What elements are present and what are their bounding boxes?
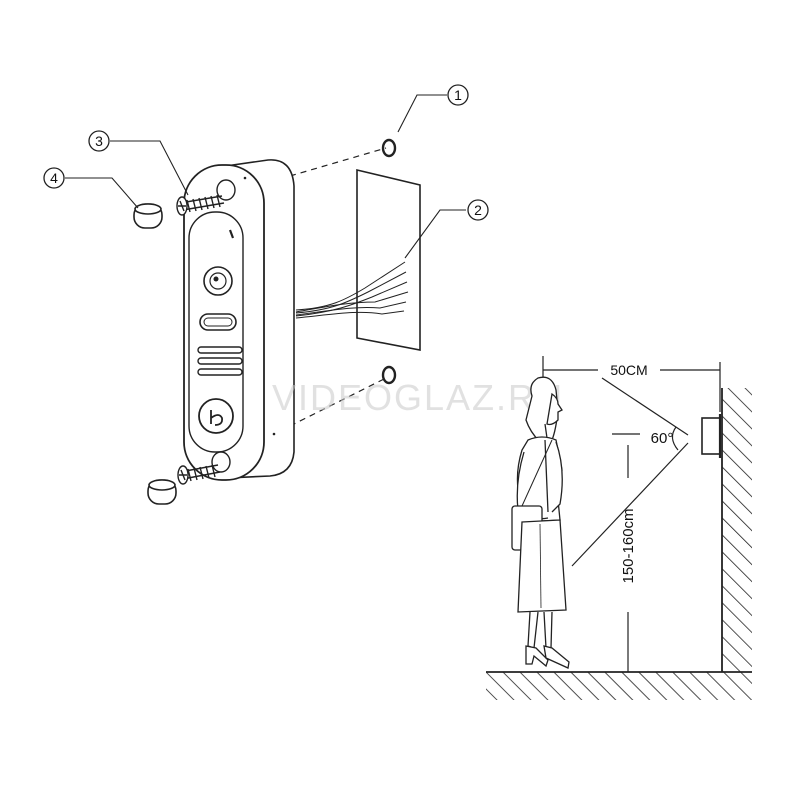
wall (721, 388, 752, 672)
exploded-view (65, 94, 466, 505)
angle-label: 60° (651, 430, 674, 447)
viewing-angle (571, 377, 689, 567)
wall-dowel-top (381, 138, 397, 158)
alignment-lines (289, 147, 387, 427)
doorbell-panel (183, 159, 295, 481)
callout-2-text: 2 (474, 202, 482, 218)
person-figure (511, 376, 570, 669)
led-indicator (228, 229, 235, 239)
leader-lines (65, 94, 466, 259)
screw-cap-bottom (147, 479, 177, 505)
watermark: VIDEOGLAZ.RU (272, 377, 564, 418)
callout-4: 4 (43, 167, 65, 189)
cable-harness (295, 261, 409, 319)
callout-3: 3 (88, 130, 110, 152)
wall-plate (356, 168, 421, 351)
callout-4-text: 4 (50, 170, 58, 186)
floor (486, 671, 752, 700)
callout-2: 2 (467, 199, 489, 221)
call-button (198, 398, 234, 434)
screw-cap-top (133, 203, 163, 229)
height-label: 150-160cm (620, 508, 637, 583)
mounting-screw-top (176, 179, 236, 216)
callout-1-text: 1 (454, 87, 462, 103)
mounting-screw-bottom (177, 451, 231, 485)
camera-lens (203, 266, 233, 296)
distance-label: 50CM (610, 362, 647, 378)
height-dimension (612, 433, 640, 672)
speaker-grille (197, 346, 243, 376)
callout-3-text: 3 (95, 133, 103, 149)
callout-1: 1 (447, 84, 469, 106)
wall-device (701, 414, 722, 458)
mounting-scene: 50CM 60° 150-160cm (486, 356, 752, 700)
name-plate (199, 313, 237, 331)
wall-dowel-bottom (381, 365, 397, 385)
